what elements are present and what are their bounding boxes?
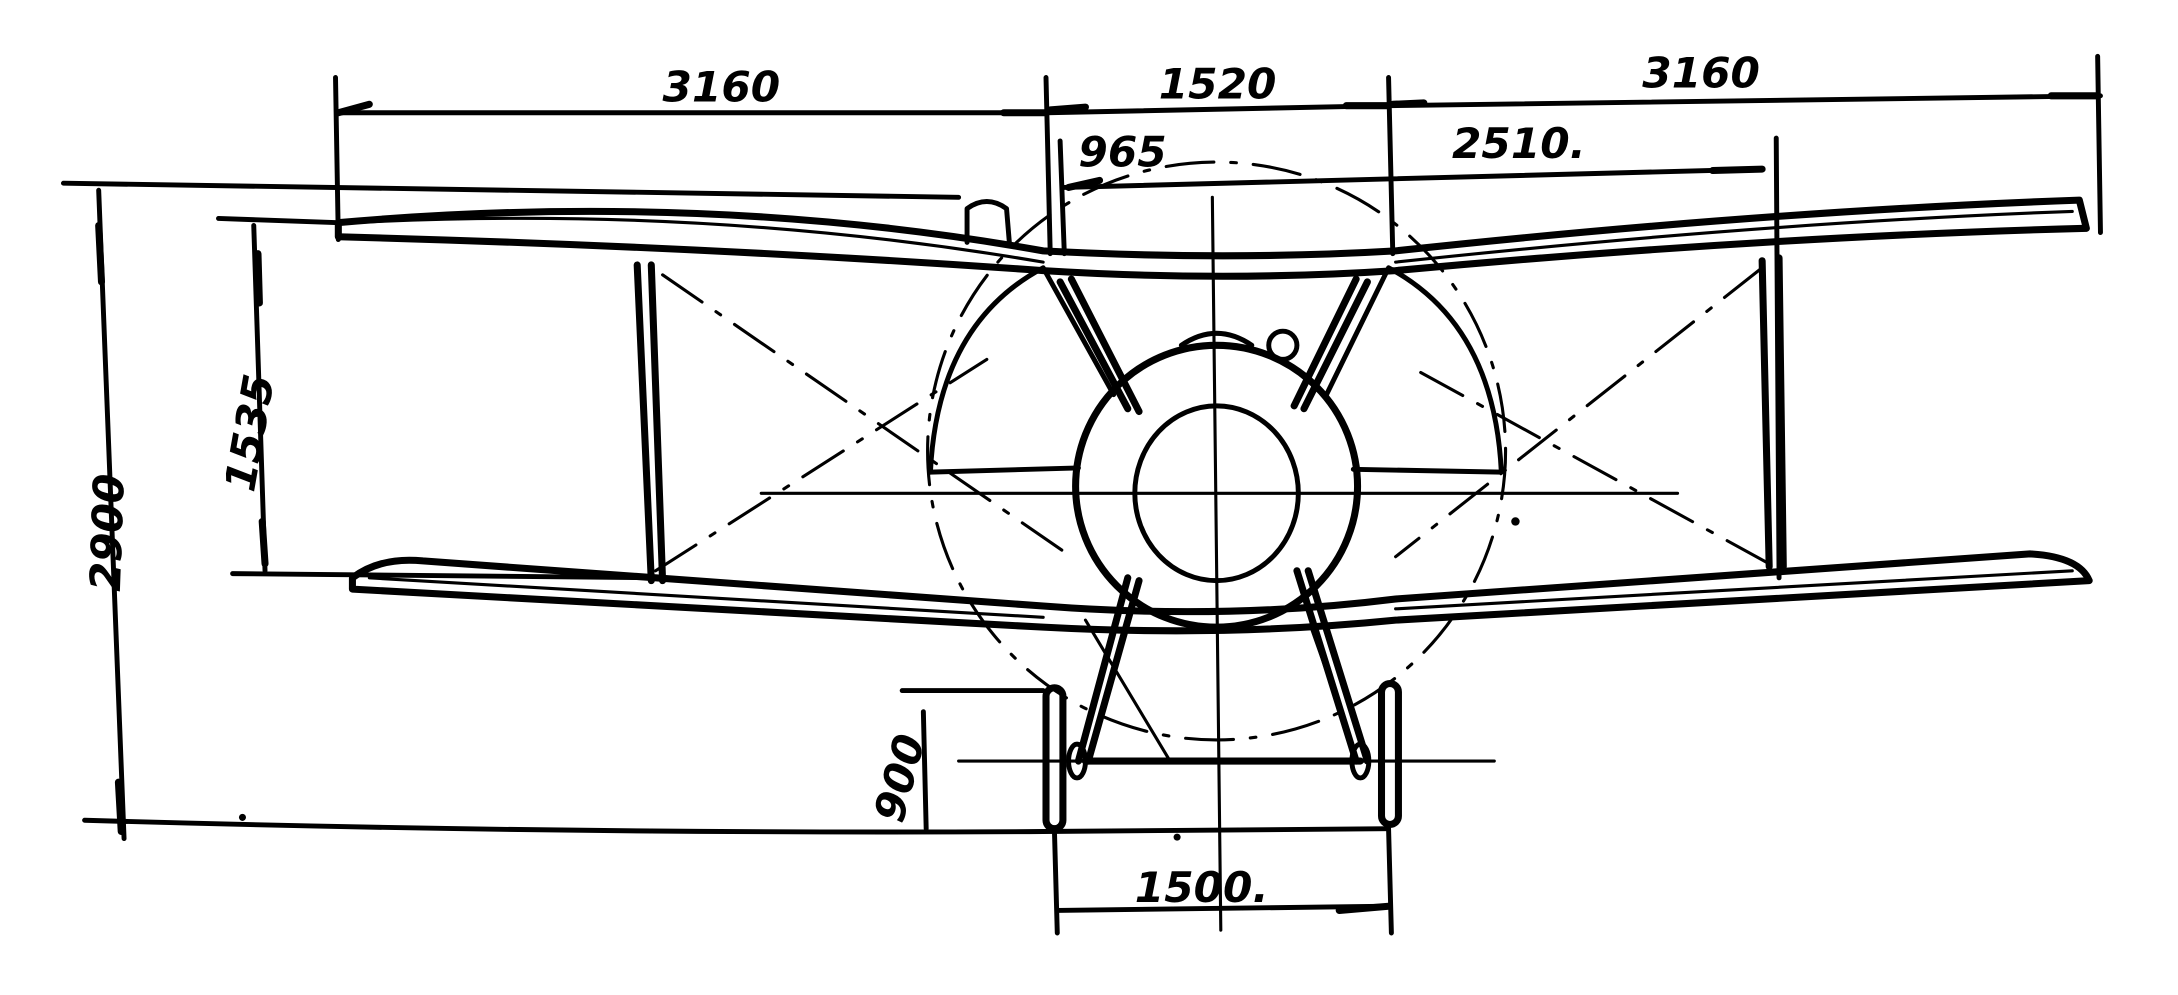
- gap-top-extension: [216, 215, 341, 226]
- track-width-dimension: [1051, 826, 1394, 936]
- lower-wing: [348, 550, 2093, 635]
- dim-label-1535: 1535: [215, 371, 284, 495]
- propeller-disc: [926, 160, 1508, 742]
- dim-label-2510: 2510.: [1452, 119, 1586, 168]
- overall-height-top-extension: [60, 180, 962, 200]
- ground-line: [82, 817, 1392, 835]
- ink-dot: [1173, 833, 1181, 841]
- wing-gap-dimension: [230, 223, 666, 581]
- dim-label-1520: 1520: [1159, 60, 1277, 109]
- cabane-struts: [1056, 275, 1371, 416]
- strut-offset-dimension: [1057, 135, 1782, 581]
- dim-label-3160-right: 3160: [1642, 48, 1760, 97]
- landing-gear: [957, 567, 1496, 765]
- upper-wing: [334, 196, 2090, 280]
- ink-dot: [238, 813, 246, 821]
- ink-dot: [1511, 517, 1520, 526]
- vertical-centerline: [1210, 195, 1223, 932]
- dim-label-3160-left: 3160: [663, 62, 781, 111]
- interplane-struts: [633, 254, 1787, 585]
- left-wheel: [1042, 684, 1067, 833]
- dim-label-965: 965: [1078, 127, 1166, 176]
- dim-label-2900: 2900: [81, 473, 134, 592]
- wheels: [1042, 680, 1402, 833]
- wheel-height-dimension: [899, 688, 1046, 832]
- dim-label-1500: 1500.: [1135, 863, 1269, 912]
- right-wheel: [1377, 680, 1402, 828]
- top-span-dimension: [333, 53, 2103, 257]
